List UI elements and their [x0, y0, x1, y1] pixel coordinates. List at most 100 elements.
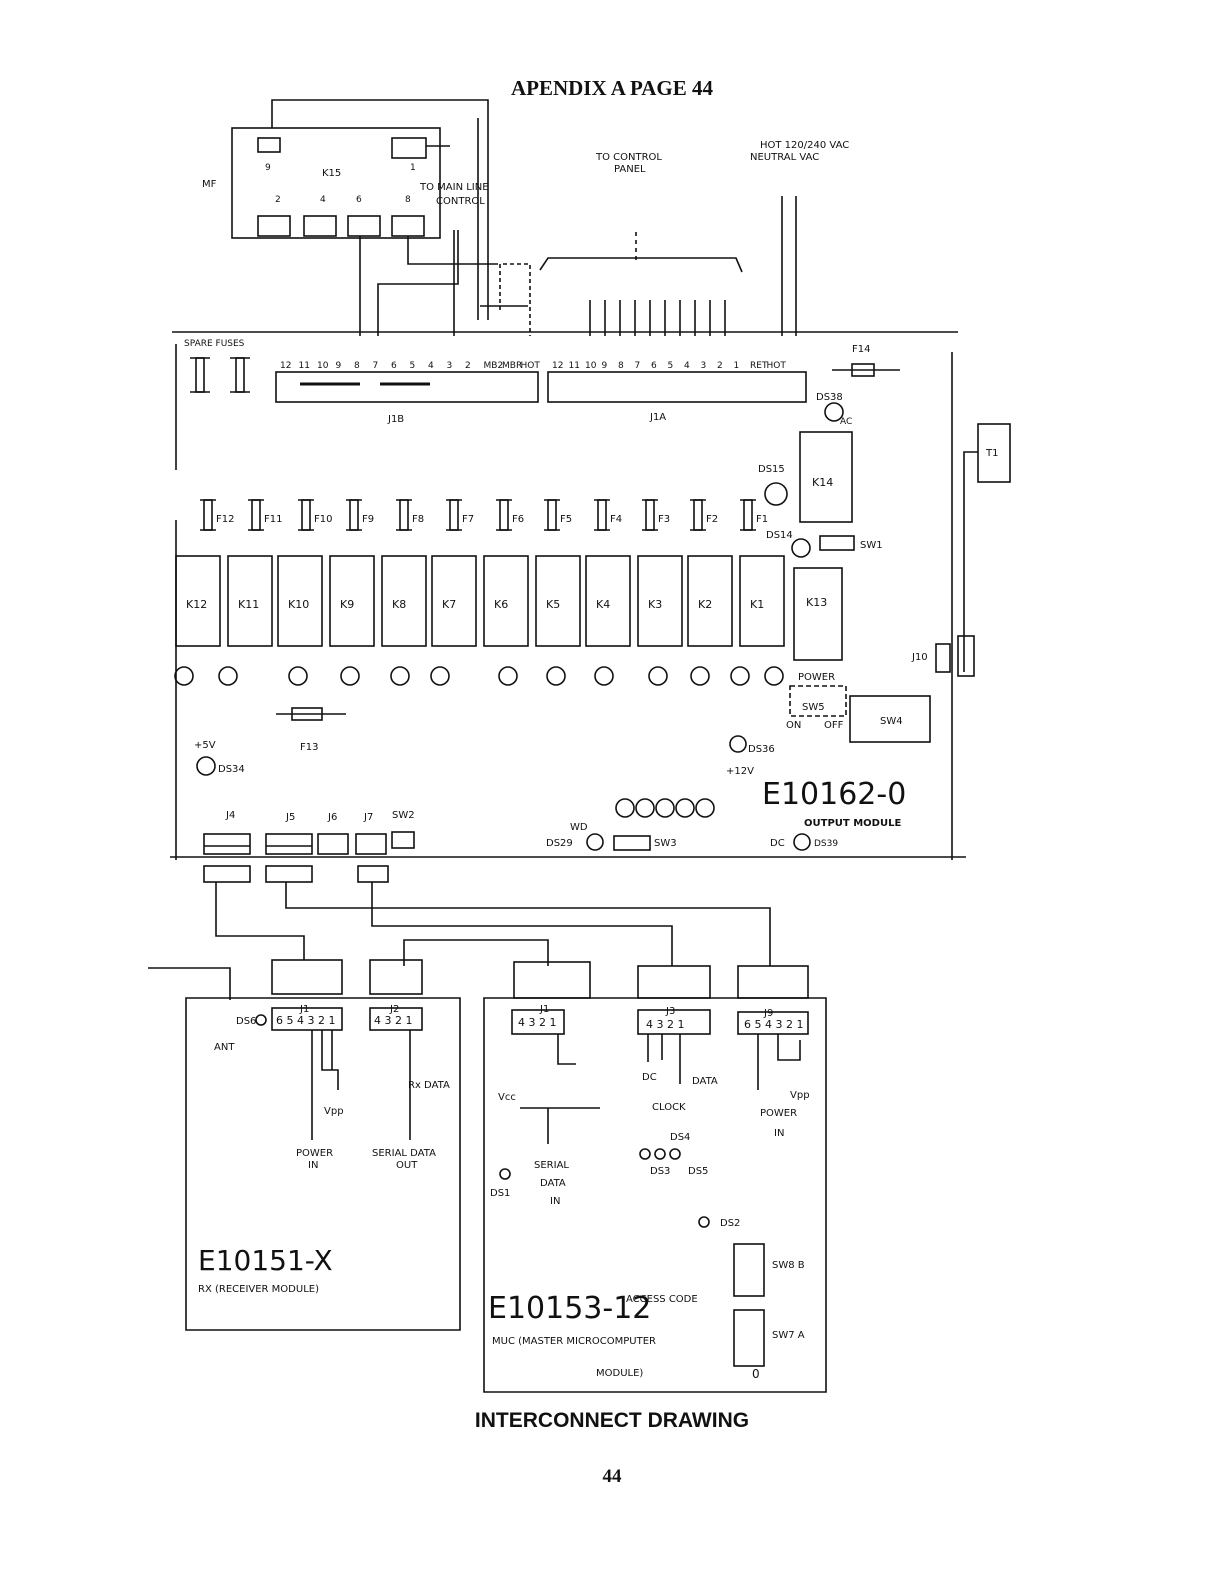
fuse-label: F2: [706, 514, 718, 525]
ds6-label: DS6: [236, 1016, 256, 1027]
muc-clock-label: CLOCK: [652, 1102, 686, 1113]
fuse: [301, 499, 311, 531]
j5-label: J5: [285, 812, 295, 823]
on-label: ON: [786, 720, 801, 731]
f14-label: F14: [852, 344, 870, 355]
wd-label: WD: [570, 822, 588, 833]
t1-transformer: [977, 423, 1011, 483]
k15-label: K15: [322, 168, 341, 179]
fuse: [693, 499, 703, 531]
j1b-pin-label: MB2: [484, 361, 504, 371]
rx-j2-pins: 4 3 2 1: [374, 1014, 412, 1027]
j10-label: J10: [911, 652, 928, 663]
spare-fuses-label: SPARE FUSES: [184, 339, 245, 349]
sw7-label: SW7 A: [772, 1330, 805, 1341]
zero-label: 0: [752, 1367, 760, 1381]
fuse: [499, 499, 509, 531]
rx-serial-out-label: OUT: [396, 1160, 418, 1171]
j1a-pin-label: 5: [668, 361, 674, 371]
led: [498, 666, 518, 686]
j1b-pin-label: 7: [373, 361, 379, 371]
j1b-pin-label: 5: [410, 361, 416, 371]
output-part-number: E10162-0: [762, 777, 906, 812]
relay-label: K11: [238, 598, 259, 611]
muc-module-name: MUC (MASTER MICROCOMPUTER: [492, 1336, 656, 1347]
led: [174, 666, 194, 686]
led: [430, 666, 450, 686]
j1a-pin-label: 2: [717, 361, 723, 371]
relay-label: K2: [698, 598, 712, 611]
control-panel-label-2: PANEL: [614, 164, 646, 175]
j6-label: J6: [327, 812, 337, 823]
j1b-pin-label: HOT: [521, 361, 541, 371]
rx-serial-label: SERIAL DATA: [372, 1148, 436, 1159]
neutral-vac-label: NEUTRAL VAC: [750, 152, 819, 163]
sw3-label: SW3: [654, 838, 677, 849]
fuse-label: F4: [610, 514, 622, 525]
fuse: [349, 499, 359, 531]
main-line-label-2: CONTROL: [436, 196, 485, 207]
j1b-pin-label: 6: [391, 361, 397, 371]
j1b-pin-label: 11: [299, 361, 310, 371]
serial-in-label-3: IN: [550, 1196, 560, 1207]
ds3-label: DS3: [650, 1166, 670, 1177]
j1b-pin-label: 2: [465, 361, 471, 371]
fuse-label: F7: [462, 514, 474, 525]
relay-label: K6: [494, 598, 508, 611]
fuse-label: F9: [362, 514, 374, 525]
drawing-caption: INTERCONNECT DRAWING: [474, 1409, 750, 1432]
fuse: [547, 499, 557, 531]
k15-pin: 2: [275, 195, 281, 205]
led: [690, 666, 710, 686]
fuse-label: F6: [512, 514, 524, 525]
ds14-label: DS14: [766, 530, 793, 541]
k15-pin: 4: [320, 195, 326, 205]
j1a-pin-label: 11: [569, 361, 580, 371]
sw5-label: SW5: [802, 702, 825, 713]
j1a-pin-label: 7: [635, 361, 641, 371]
relay: [687, 555, 733, 647]
sw4-switch: [849, 695, 931, 743]
muc-j1-label: J1: [539, 1004, 549, 1015]
j1a-pin-label: 8: [618, 361, 624, 371]
j1a-pin-label: HOT: [767, 361, 787, 371]
relay: [535, 555, 581, 647]
relay: [227, 555, 273, 647]
j4-label: J4: [225, 810, 235, 821]
ds36-label: DS36: [748, 744, 775, 755]
page-title: APENDIX A PAGE 44: [510, 76, 714, 100]
ant-label: ANT: [214, 1042, 235, 1053]
sw5-switch: [789, 685, 847, 717]
ds39-label: DS39: [814, 839, 838, 849]
k15-pin: 1: [410, 163, 416, 173]
fuse-label: F10: [314, 514, 332, 525]
output-module-name: OUTPUT MODULE: [804, 818, 901, 829]
relay: [175, 555, 221, 647]
led: [288, 666, 308, 686]
j1a-label: J1A: [649, 412, 666, 423]
led: [730, 666, 750, 686]
plus12v-label: +12V: [726, 766, 754, 777]
f13-label: F13: [300, 742, 318, 753]
fuse: [645, 499, 655, 531]
rx-power-label: POWER: [296, 1148, 333, 1159]
j1b-pin-label: 10: [317, 361, 329, 371]
muc-j1-pins: 4 3 2 1: [518, 1016, 556, 1029]
muc-dc-label: DC: [642, 1072, 657, 1083]
relay: [637, 555, 683, 647]
rx-j2-label: J2: [389, 1004, 399, 1015]
mf-label: MF: [202, 179, 217, 190]
j1a-pin-label: 4: [684, 361, 690, 371]
relay-label: K10: [288, 598, 309, 611]
led: [390, 666, 410, 686]
ac-label: AC: [840, 417, 852, 427]
relay-label: K12: [186, 598, 207, 611]
j1b-label: J1B: [387, 414, 404, 425]
sw2-label: SW2: [392, 810, 415, 821]
led: [764, 666, 784, 686]
ds4-label: DS4: [670, 1132, 690, 1143]
k14-label: K14: [812, 476, 833, 489]
relay-label: K5: [546, 598, 560, 611]
j1b-pin-label: 4: [428, 361, 434, 371]
